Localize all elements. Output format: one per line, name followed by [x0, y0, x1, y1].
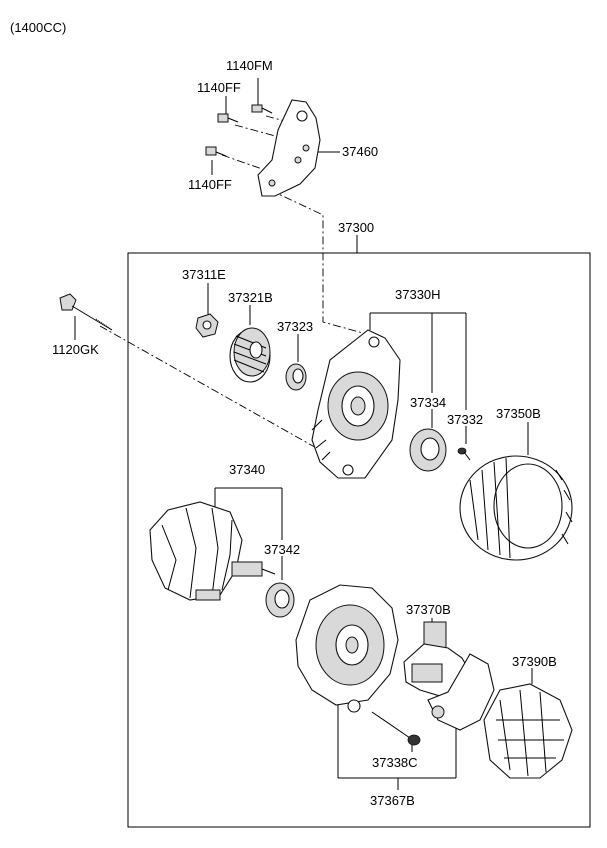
bracket-37460 — [257, 99, 321, 197]
label-1140fm: 1140FM — [226, 58, 273, 73]
label-37334: 37334 — [410, 395, 447, 410]
bolt-1140ff-top — [217, 113, 239, 123]
leader-lines — [74, 78, 533, 790]
label-37338c: 37338C — [372, 755, 418, 770]
label-1140ff-bottom: 1140FF — [188, 177, 232, 192]
label-1140ff-top: 1140FF — [197, 80, 241, 95]
label-37340: 37340 — [229, 462, 266, 477]
pulley-37321b — [229, 327, 271, 383]
bolt-1120gk — [59, 293, 113, 331]
label-37300: 37300 — [338, 220, 375, 235]
bolt-1140ff-bottom — [205, 146, 227, 157]
assembly-frame — [127, 252, 591, 828]
label-37342: 37342 — [264, 542, 301, 557]
label-37311e: 37311E — [182, 267, 226, 282]
rear-cover-37390b — [483, 683, 573, 779]
spacer-37323 — [285, 363, 307, 391]
front-bracket-37330h — [311, 329, 401, 479]
label-37460: 37460 — [342, 144, 379, 159]
label-37321b: 37321B — [228, 290, 273, 305]
stator-37350b — [459, 455, 573, 561]
label-37390b: 37390B — [512, 654, 557, 669]
label-37323: 37323 — [277, 319, 314, 334]
label-37370b: 37370B — [406, 602, 451, 617]
label-37332: 37332 — [447, 412, 484, 427]
bolt-37338c — [371, 711, 421, 746]
rear-bracket — [295, 584, 399, 713]
label-37367b: 37367B — [370, 793, 415, 808]
bolt-1140fm — [251, 104, 273, 114]
label-1120gk: 1120GK — [52, 342, 99, 357]
nut-37311e — [195, 313, 219, 338]
bearing-37334 — [409, 428, 447, 472]
screw-37332 — [457, 447, 471, 461]
label-37350b: 37350B — [496, 406, 541, 421]
variant-label: (1400CC) — [10, 20, 67, 35]
label-37330h: 37330H — [395, 287, 441, 302]
regulator-37370b — [403, 621, 495, 731]
rotor-37340 — [149, 501, 276, 601]
bearing-37342 — [265, 582, 295, 618]
